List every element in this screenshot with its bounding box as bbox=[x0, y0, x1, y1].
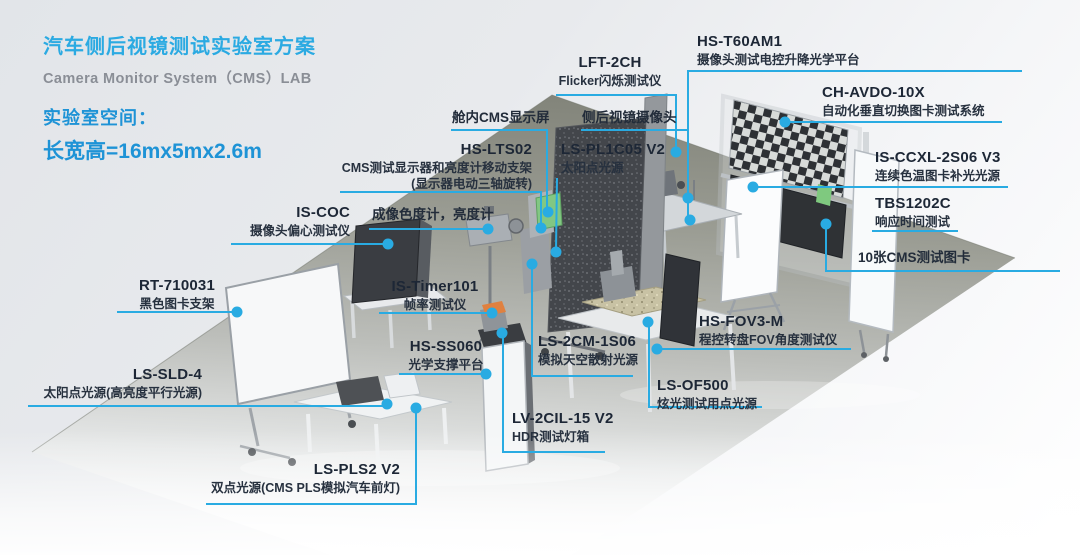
label-is-ccxl-2s06: IS-CCXL-2S06 V3 连续色温图卡补光光源 bbox=[875, 149, 1001, 183]
label-ch-avdo-10x: CH-AVDO-10X 自动化垂直切换图卡测试系统 bbox=[822, 84, 985, 118]
label-tbs1202c: TBS1202C 响应时间测试 bbox=[875, 195, 951, 229]
label-ls-pls2: LS-PLS2 V2 双点光源(CMS PLS模拟汽车前灯) bbox=[211, 461, 400, 495]
label-rt-710031: RT-710031 黑色图卡支架 bbox=[138, 277, 216, 311]
dual-point-light-device bbox=[383, 371, 421, 399]
leader-cms-cards bbox=[825, 226, 1060, 272]
leader-ls-of500 bbox=[648, 324, 762, 408]
page-title: 汽车侧后视镜测试实验室方案 bbox=[43, 36, 316, 58]
checkerboard-chart bbox=[728, 99, 849, 199]
eccentricity-tester-cabinet bbox=[342, 218, 448, 349]
label-hs-lts02: HS-LTS02 CMS测试显示器和亮度计移动支架 (显示器电动三轴旋转) bbox=[341, 141, 532, 191]
label-ls-sld-4: LS-SLD-4 太阳点光源(高亮度平行光源) bbox=[43, 366, 202, 400]
lab-space-dimensions: 长宽高=16mx5mx2.6m bbox=[43, 140, 262, 163]
header: 汽车侧后视镜测试实验室方案 Camera Monitor System（CMS）… bbox=[43, 30, 316, 165]
leader-cabin-display bbox=[451, 129, 548, 210]
lab-space-label: 实验室空间： bbox=[43, 108, 157, 128]
sun-point-light-device bbox=[336, 376, 384, 406]
label-ls-2cm-1s06: LS-2CM-1S06 模拟天空散射光源 bbox=[538, 333, 639, 367]
label-is-timer101: IS-Timer101 帧率测试仪 bbox=[391, 278, 479, 312]
label-mirror-camera: 侧后视镜摄像头 bbox=[582, 110, 677, 125]
label-ls-pl1c05: LS-PL1C05 V2 太阳点光源 bbox=[561, 141, 666, 175]
label-cms-cards: 10张CMS测试图卡 bbox=[858, 250, 971, 265]
leader-lft-2ch bbox=[556, 94, 677, 150]
fov-chart-panel bbox=[659, 253, 701, 347]
label-is-coc: IS-COC 摄像头偏心测试仪 bbox=[249, 204, 350, 238]
leader-ls-pls2 bbox=[206, 410, 417, 505]
page-subtitle: Camera Monitor System（CMS）LAB bbox=[43, 71, 312, 87]
label-hs-t60am1: HS-T60AM1 摄像头测试电控升降光学平台 bbox=[697, 33, 860, 67]
label-ls-of500: LS-OF500 炫光测试用点光源 bbox=[657, 377, 758, 411]
green-chip bbox=[816, 184, 832, 206]
label-cabin-display: 舱内CMS显示屏 bbox=[452, 110, 550, 125]
leader-lv-2cil bbox=[502, 335, 605, 453]
leader-ls-pl1c05 bbox=[555, 177, 558, 251]
label-hs-ss060: HS-SS060 光学支撑平台 bbox=[408, 338, 484, 372]
leader-ls-2cm bbox=[531, 266, 633, 377]
label-lft-2ch: LFT-2CH Flicker闪烁测试仪 bbox=[558, 54, 662, 88]
leader-dots bbox=[231, 116, 832, 414]
leader-hs-lts02 bbox=[340, 191, 542, 226]
leader-mirror-camera bbox=[581, 129, 689, 196]
light-panel-right bbox=[848, 149, 900, 362]
white-chart-board bbox=[720, 169, 786, 331]
label-colorimeter: 成像色度计，亮度计 bbox=[372, 207, 494, 222]
label-lv-2cil-15: LV-2CIL-15 V2 HDR测试灯箱 bbox=[512, 410, 614, 444]
leader-lines bbox=[28, 70, 1060, 505]
label-hs-fov3-m: HS-FOV3-M 程控转盘FOV角度测试仪 bbox=[699, 313, 838, 347]
